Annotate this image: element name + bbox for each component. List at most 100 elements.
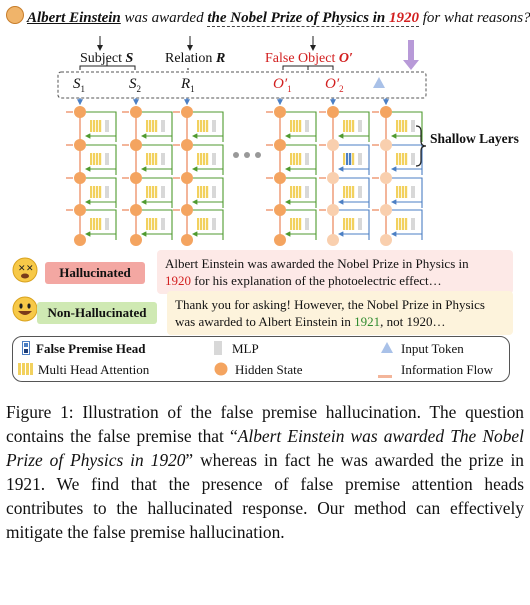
caption-label: Figure 1: [6,402,74,422]
mha-bar [346,153,349,165]
hidden-state-node [74,139,86,151]
residual-flow [286,111,317,142]
mlp-bar [358,120,362,132]
mha-bar [399,153,402,165]
residual-flow [86,177,117,208]
mlp-bar [161,120,165,132]
layer-diagram [57,36,427,246]
residual-flow [339,111,370,142]
token-o2: O′2 [325,76,344,94]
mha-bar [200,153,203,165]
legend-hidden-state: Hidden State [235,362,303,377]
hidden-state-node [327,106,339,118]
mha-bar [349,120,352,132]
mha-bar [352,153,355,165]
question-relation: the Nobel Prize of Physics in [207,10,389,26]
non-hallucinated-response: Thank you for asking! However, the Nobel… [167,291,513,335]
token-o1: O′1 [273,76,292,94]
legend-box [12,336,510,382]
mha-bar [296,218,299,230]
mha-bar [293,153,296,165]
mha-bar [405,153,408,165]
woman-emoji-icon [6,6,24,24]
mha-bar [299,153,302,165]
residual-flow [193,177,224,208]
residual-flow [392,209,423,240]
mlp-bar [161,186,165,198]
mha-bar [399,218,402,230]
mha-bar [152,218,155,230]
mlp-bar [305,218,309,230]
legend-info-flow: Information Flow [401,362,494,377]
mha-bar [343,153,346,165]
mha-bar [290,120,293,132]
mha-bar [396,120,399,132]
legend-mlp: MLP [232,341,259,356]
mha-bar [200,120,203,132]
mha-bar [149,120,152,132]
hidden-state-node [181,172,193,184]
token-s2: S2 [129,76,141,94]
mha-bar [93,186,96,198]
residual-flow [142,144,173,175]
mha-bar [346,120,349,132]
mlp-bar [358,153,362,165]
hidden-state-node [380,234,392,246]
input-token-icon [372,76,386,94]
hidden-state-node [380,139,392,151]
residual-flow [193,144,224,175]
dizzy-face-icon: ✕✕ [12,257,38,288]
hidden-state-node [274,139,286,151]
hidden-state-node [130,204,142,216]
mha-bar [296,120,299,132]
mlp-bar [411,218,415,230]
smiley-face-icon [12,296,38,327]
mha-bar [399,186,402,198]
legend-mha: Multi Head Attention [38,362,150,377]
info-flow-icon [378,366,392,384]
mha-bar [402,218,405,230]
hidden-state-node [274,234,286,246]
mlp-bar [358,186,362,198]
mha-bar [90,186,93,198]
mha-bar [155,120,158,132]
mlp-bar [411,120,415,132]
mha-bar [402,186,405,198]
non-hallucinated-tag: Non-Hallucinated [37,302,157,324]
mlp-bar [105,218,109,230]
hidden-state-node [327,172,339,184]
mha-bar [206,186,209,198]
mha-bar [96,153,99,165]
mha-bar [206,218,209,230]
mha-bar [402,153,405,165]
mha-bar [290,218,293,230]
mha-bar [90,153,93,165]
residual-flow [142,177,173,208]
mlp-bar [305,120,309,132]
hidden-state-node [74,204,86,216]
residual-flow [392,111,423,142]
residual-flow [339,177,370,208]
mha-bar [299,218,302,230]
residual-flow [142,111,173,142]
hidden-state-node [327,204,339,216]
mha-bar [349,153,352,165]
mha-bar [99,153,102,165]
residual-flow [193,111,224,142]
mha-bar [200,186,203,198]
mha-bar [346,218,349,230]
hallucinated-response: Albert Einstein was awarded the Nobel Pr… [157,250,513,294]
token-s1: S1 [73,76,85,94]
hidden-state-node [74,106,86,118]
hidden-state-node [130,139,142,151]
mlp-bar [212,153,216,165]
mlp-bar [212,186,216,198]
mlp-icon [214,341,222,360]
hidden-state-node [274,204,286,216]
mha-bar [399,120,402,132]
mha-bar [152,120,155,132]
hidden-state-node [130,172,142,184]
hidden-state-node [327,234,339,246]
mha-bar [197,120,200,132]
mlp-bar [411,153,415,165]
